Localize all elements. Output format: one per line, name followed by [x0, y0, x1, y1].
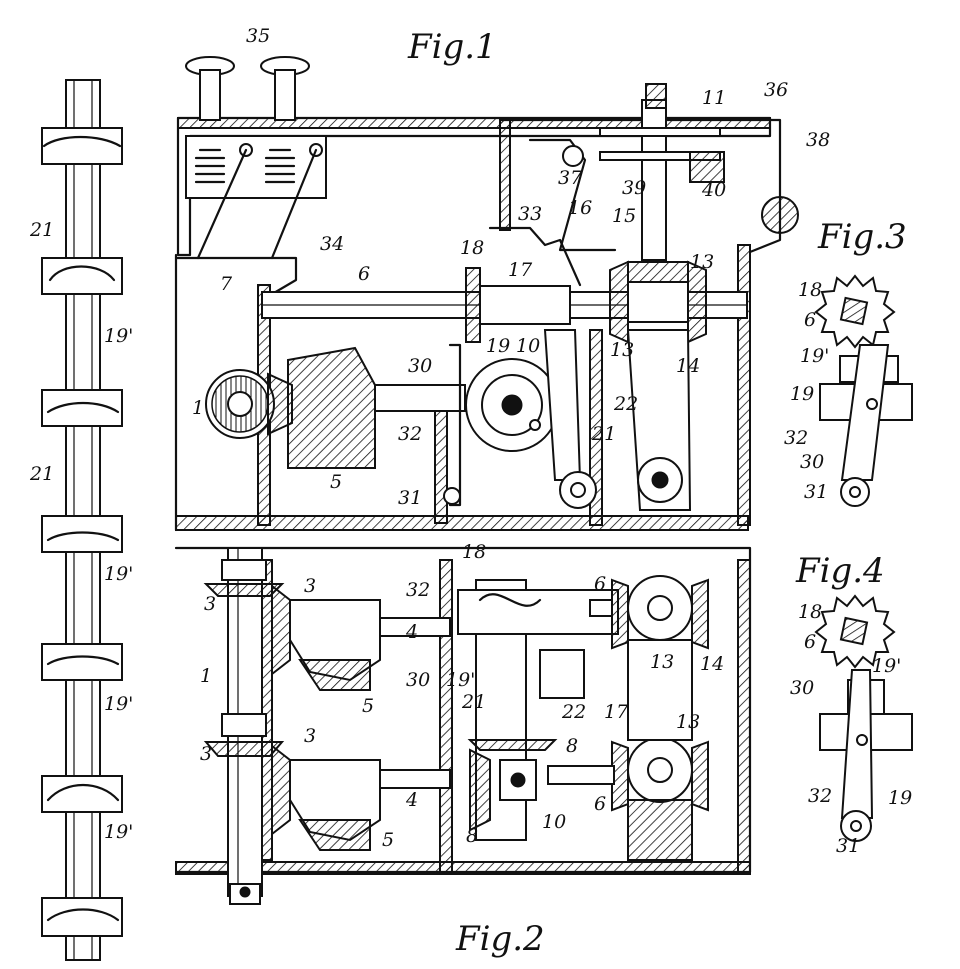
ref-label: 36: [764, 79, 788, 101]
ref-label: 31: [398, 487, 422, 509]
ref-label: 6: [804, 631, 816, 653]
ref-label: 3: [304, 575, 316, 597]
ref-label: 5: [382, 829, 394, 851]
ref-label: 38: [806, 129, 830, 151]
bevel-gear-3: [203, 559, 291, 837]
figure-1-title: Fig.1: [407, 27, 497, 67]
ref-label: 37: [558, 167, 583, 189]
ref-label: 10: [516, 335, 540, 357]
ref-label: 13: [650, 651, 674, 673]
side-shaft-view: [41, 79, 123, 961]
side-shaft-labels: 21 19' 21 19' 19' 19': [29, 219, 133, 843]
ref-label: 21: [591, 423, 616, 445]
figure-4-title: Fig.4: [795, 551, 885, 591]
ref-label: 30: [408, 355, 432, 377]
ref-label: 19: [486, 335, 510, 357]
ref-label: 10: [542, 811, 566, 833]
ref-label: 31: [836, 835, 860, 857]
ref-label: 17: [508, 259, 533, 281]
ref-label: 30: [406, 669, 430, 691]
ref-label: 13: [610, 339, 634, 361]
ref-label: 16: [568, 197, 592, 219]
ref-label: 1: [192, 397, 204, 419]
ref-label: 3: [200, 743, 212, 765]
push-knob: [185, 56, 310, 121]
ref-label: 13: [690, 251, 714, 273]
ref-label: 33: [518, 203, 542, 225]
ref-label: 4: [405, 789, 418, 811]
ref-label: 19': [800, 345, 829, 367]
ref-label: 21: [461, 691, 486, 713]
ref-label: 18: [462, 541, 486, 563]
ref-label: 30: [790, 677, 814, 699]
ref-label: 13: [676, 711, 700, 733]
figure-2-housing: [174, 546, 752, 905]
ref-label: 22: [561, 701, 586, 723]
shaft-collar: [41, 127, 123, 937]
ref-label: 34: [320, 233, 344, 255]
ref-label: 19: [790, 383, 814, 405]
ref-label: 19': [104, 821, 133, 843]
figure-2-title: Fig.2: [455, 919, 545, 959]
figure-3-title: Fig.3: [817, 217, 907, 257]
figure-1-housing: [174, 56, 799, 532]
ref-label: 19': [104, 563, 133, 585]
ref-label: 32: [784, 427, 808, 449]
ref-label: 18: [798, 279, 822, 301]
figure-4-labels: 18 6 30 19' 32 19 31: [790, 601, 912, 857]
ref-label: 6: [358, 263, 370, 285]
ref-label: 40: [701, 179, 726, 201]
ref-label: 30: [800, 451, 824, 473]
ref-label: 21: [29, 463, 54, 485]
ref-label: 17: [604, 701, 629, 723]
cam-disk-19: [465, 358, 559, 452]
ref-label: 6: [594, 793, 606, 815]
ref-label: 3: [204, 593, 216, 615]
ref-label: 6: [594, 573, 606, 595]
ref-label: 4: [405, 621, 418, 643]
bevel-gear-13: [609, 260, 707, 344]
ref-label: 5: [362, 695, 374, 717]
ref-label: 3: [304, 725, 316, 747]
ref-label: 5: [330, 471, 342, 493]
ref-label: 6: [804, 309, 816, 331]
ref-label: 19': [104, 693, 133, 715]
figure-1-labels: 35 11 36 38 37 39 40 16 15 33 34 18 13 7…: [192, 25, 830, 509]
ref-label: 8: [566, 735, 578, 757]
ref-label: 19: [888, 787, 912, 809]
ref-label: 8: [466, 825, 478, 847]
ref-label: 7: [220, 273, 233, 295]
ref-label: 14: [676, 355, 700, 377]
ref-label: 19': [872, 655, 901, 677]
ref-label: 32: [406, 579, 430, 601]
figure-3-detail: [814, 274, 913, 507]
figure-4-detail: [814, 594, 913, 842]
ref-label: 14: [700, 653, 724, 675]
ref-label: 18: [460, 237, 484, 259]
ref-label: 19': [104, 325, 133, 347]
gear-18: [465, 267, 571, 343]
ref-label: 32: [808, 785, 832, 807]
figure-2-labels: 18 3 3 32 6 4 1 30 19' 14 13 21 5 22 17 …: [200, 541, 724, 851]
ref-label: 1: [200, 665, 212, 687]
ref-label: 21: [29, 219, 54, 241]
ref-label: 15: [612, 205, 636, 227]
figure-3-labels: 18 6 19' 19 32 30 31: [784, 279, 829, 503]
ref-label: 18: [798, 601, 822, 623]
ref-label: 19': [446, 669, 475, 691]
ref-label: 35: [246, 25, 270, 47]
handwheel-1: [205, 369, 293, 439]
ref-label: 32: [398, 423, 422, 445]
bevel-gear-13-lower: [611, 575, 709, 861]
ref-label: 22: [613, 393, 638, 415]
ref-label: 11: [702, 87, 726, 109]
ref-label: 39: [622, 177, 646, 199]
ref-label: 31: [804, 481, 828, 503]
